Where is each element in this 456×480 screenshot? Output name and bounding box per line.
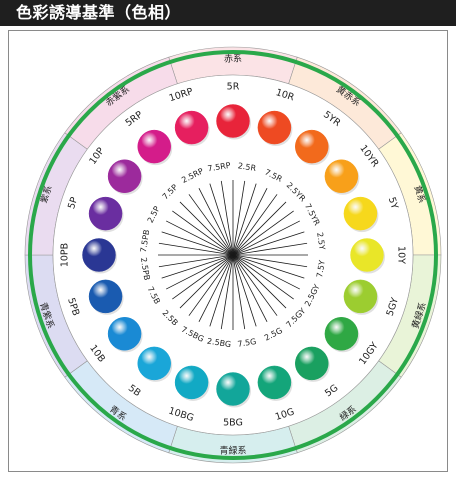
- hue-spoke: [232, 254, 257, 327]
- major-hue-label: 5R: [227, 82, 240, 93]
- hue-group-label: 赤系: [224, 54, 242, 65]
- minor-hue-label: 7.5Y: [315, 259, 327, 278]
- hue-spoke: [232, 210, 294, 256]
- hue-ball: [107, 317, 142, 351]
- hue-ball: [257, 110, 292, 145]
- major-hue-label: 5P: [66, 196, 80, 211]
- hue-spoke: [232, 231, 305, 256]
- page-title: 色彩誘導基準（色相）: [0, 0, 456, 26]
- hue-spoke: [232, 187, 268, 256]
- hue-spoke: [161, 231, 234, 256]
- hue-ball: [174, 365, 209, 400]
- hue-ball: [216, 372, 250, 406]
- hue-spoke: [232, 254, 301, 290]
- hue-spoke: [198, 187, 234, 256]
- hue-ball: [343, 196, 378, 231]
- hue-ball: [343, 279, 378, 314]
- hue-spoke: [220, 254, 234, 330]
- hue-ball: [88, 279, 123, 314]
- hue-ball: [257, 365, 292, 400]
- hue-spoke: [232, 254, 294, 300]
- hue-spoke: [220, 180, 234, 256]
- hue-balls: [82, 104, 385, 408]
- hue-spoke: [232, 254, 305, 279]
- minor-hue-label: 2.5Y: [315, 232, 327, 251]
- hue-ball: [350, 238, 384, 272]
- hue-spoke: [232, 220, 301, 256]
- hue-spoke: [179, 254, 234, 309]
- hue-spoke: [232, 183, 257, 256]
- hue-spoke: [232, 254, 278, 316]
- minor-hue-label: 2.5BG: [206, 337, 231, 350]
- major-hue-label: 10Y: [396, 246, 407, 264]
- hue-spoke: [161, 254, 234, 279]
- hue-spoke: [198, 254, 234, 323]
- major-hue-label: 5PB: [65, 297, 81, 318]
- hue-ball: [107, 159, 142, 193]
- hue-spoke: [232, 254, 246, 330]
- hue-spoke: [172, 210, 234, 256]
- hue-ball: [88, 196, 123, 231]
- spokes-group: [158, 180, 308, 330]
- minor-hue-label: 7.5PB: [139, 229, 151, 253]
- hue-group-label: 青緑系: [219, 445, 246, 457]
- hue-ball: [137, 129, 171, 164]
- hue-spoke: [232, 254, 308, 268]
- hue-spoke: [209, 254, 234, 327]
- hue-ball: [137, 346, 171, 381]
- hue-spoke: [165, 220, 234, 256]
- hue-ball: [324, 159, 359, 193]
- outer-green-ring: [28, 50, 438, 460]
- hue-spoke: [232, 180, 246, 256]
- major-hue-label: 10PB: [60, 243, 71, 267]
- hue-spoke: [232, 242, 308, 256]
- hue-spoke: [232, 194, 278, 256]
- hue-spoke: [179, 201, 234, 256]
- minor-hue-label: 2.5PB: [139, 257, 151, 281]
- major-hue-label: 5BG: [223, 418, 243, 429]
- hue-ball: [324, 317, 359, 351]
- hue-spoke: [232, 201, 287, 256]
- hue-spoke: [188, 194, 234, 256]
- hue-spoke: [165, 254, 234, 290]
- hue-spoke: [188, 254, 234, 316]
- minor-hue-labels: 2.5R7.5R2.5YR7.5YR2.5Y7.5Y2.5GY7.5GY2.5G…: [139, 161, 327, 349]
- hue-ball: [295, 346, 329, 381]
- minor-hue-label: 7.5G: [237, 337, 257, 349]
- hue-ball: [295, 129, 329, 164]
- minor-hue-label: 7.5RP: [207, 161, 231, 174]
- hue-ball: [216, 104, 250, 138]
- hue-spoke: [232, 254, 268, 323]
- hue-ball: [82, 238, 116, 272]
- hue-spoke: [232, 254, 287, 309]
- hue-spoke: [158, 254, 234, 268]
- hue-spoke: [172, 254, 234, 300]
- hue-spoke: [158, 242, 234, 256]
- hue-ball: [174, 110, 209, 145]
- minor-hue-label: 2.5R: [237, 161, 257, 173]
- major-hue-label: 5Y: [386, 196, 400, 211]
- hue-spoke: [209, 183, 234, 256]
